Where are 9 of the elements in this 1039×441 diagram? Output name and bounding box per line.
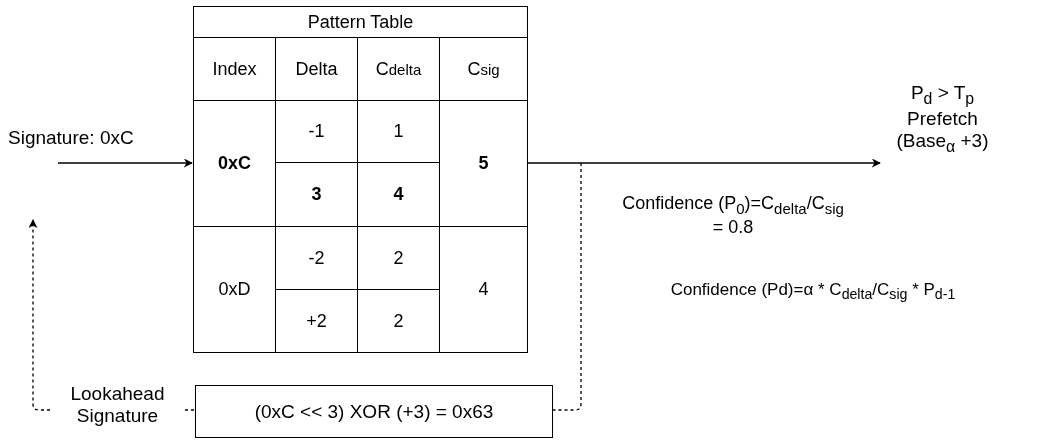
dashed-line [552, 162, 582, 411]
arrow [527, 158, 881, 168]
edge-label: P$_{d}$ > T$_{p}$ Prefetch (Base$_{α}$ +3) [895, 82, 990, 156]
edge-label: Signature: 0xC [8, 127, 135, 149]
pattern-table [193, 6, 528, 353]
arrow [57, 158, 193, 168]
formula-note: Confidence (P$_{0}$)=C$_{delta}$/C$_{sig}$ = 0.8 [621, 193, 845, 238]
formula-note: Confidence (Pd)=α * C$_{delta}$/C$_{sig}$ * P$_{d-1}$ [669, 280, 957, 303]
formula-box: (0xC << 3) XOR (+3) = 0x63 [195, 385, 553, 438]
